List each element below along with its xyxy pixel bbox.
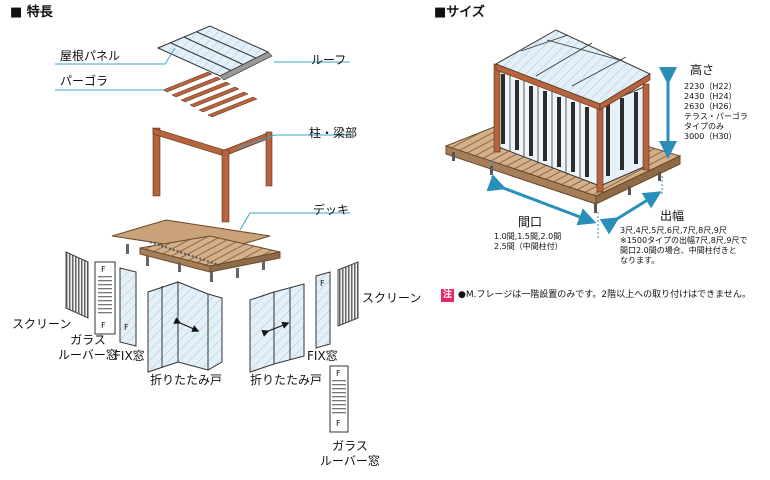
fix-window-right-drawing [315, 271, 331, 349]
height-line-1: 2230（H22） [684, 82, 737, 91]
label-pillar-beam: 柱・梁部 [309, 126, 358, 140]
glass-louver-bottom-drawing [329, 365, 349, 433]
height-line-4: テラス・パーゴラ [684, 112, 748, 121]
depth-values: 3尺,4尺,5尺,6尺,7尺,8尺,9尺 ※1500タイプの出幅7尺,8尺,9尺… [620, 226, 747, 266]
label-screen-left: スクリーン [12, 317, 72, 331]
fix-window-left-drawing [119, 267, 137, 347]
label-glass-louver-left-line1: ガラス [70, 333, 106, 347]
label-screen-right: スクリーン [362, 291, 422, 305]
features-heading: ■ 特長 [10, 5, 53, 20]
folding-door-right-drawing [249, 283, 305, 373]
height-line-2: 2430（H24） [684, 92, 737, 101]
height-line-5: タイプのみ [684, 122, 724, 131]
fix-letter-window-right: F [320, 279, 325, 288]
fix-letter-window-left: F [124, 323, 129, 332]
label-fix-right: FIX窓 [307, 349, 338, 363]
note-text: ●M.フレージは一階設置のみです。2階以上への取り付けはできません。 [458, 290, 751, 300]
screen-right-drawing [337, 261, 359, 327]
label-glass-louver-bottom-line1: ガラス [332, 439, 368, 453]
label-glass-louver-left: ガラス ルーバー窓 [58, 334, 118, 361]
label-pergola: パーゴラ [60, 74, 109, 88]
depth-line-1: 3尺,4尺,5尺,6尺,7尺,8尺,9尺 [620, 226, 727, 235]
frontage-title: 間口 [518, 215, 543, 229]
label-deck: デッキ [313, 203, 350, 217]
frontage-values: 1.0間,1.5間,2.0間 2.5間（中間柱付） [494, 232, 563, 252]
fix-letter-louver-left-bottom: F [101, 321, 106, 330]
deck-drawing [111, 219, 281, 282]
fix-letter-louver-bottom-bottom: F [336, 419, 341, 428]
height-line-6: 3000（H30） [684, 132, 737, 141]
label-glass-louver-bottom-line2: ルーバー窓 [320, 454, 380, 468]
label-fix-left: FIX窓 [114, 349, 145, 363]
pergola-drawing [162, 71, 258, 118]
leader-lines [55, 47, 350, 231]
label-folding-right: 折りたたみ戸 [250, 373, 323, 387]
label-glass-louver-left-line2: ルーバー窓 [58, 348, 118, 362]
height-title: 高さ [690, 63, 715, 77]
height-line-3: 2630（H26） [684, 102, 737, 111]
depth-title: 出幅 [660, 209, 685, 223]
label-folding-left: 折りたたみ戸 [150, 373, 223, 387]
depth-line-2: ※1500タイプの出幅7尺,8尺,9尺で [620, 236, 748, 245]
height-values: 2230（H22） 2430（H24） 2630（H26） テラス・パーゴラ タ… [684, 82, 748, 142]
roof-panel-drawing [156, 25, 273, 81]
glass-louver-left-drawing [94, 261, 116, 335]
frontage-line-1: 1.0間,1.5間,2.0間 [494, 232, 562, 241]
note-badge: 注 [441, 289, 454, 302]
folding-door-left-drawing [147, 281, 223, 373]
fix-letter-louver-bottom-top: F [336, 369, 341, 378]
depth-line-4: なります。 [620, 256, 660, 265]
frontage-line-2: 2.5間（中間柱付） [494, 242, 563, 251]
label-roof-panel: 屋根パネル [60, 49, 121, 63]
screen-left-drawing [65, 251, 89, 319]
depth-line-3: 間口2.0間の場合、中間柱付きと [620, 246, 737, 255]
size-heading: ■サイズ [434, 5, 485, 20]
fix-letter-louver-left-top: F [101, 265, 106, 274]
label-roof: ルーフ [311, 53, 347, 67]
label-glass-louver-bottom: ガラス ルーバー窓 [320, 440, 380, 467]
size-diagram-drawing [444, 29, 682, 238]
pillar-beam-drawing [152, 127, 273, 223]
